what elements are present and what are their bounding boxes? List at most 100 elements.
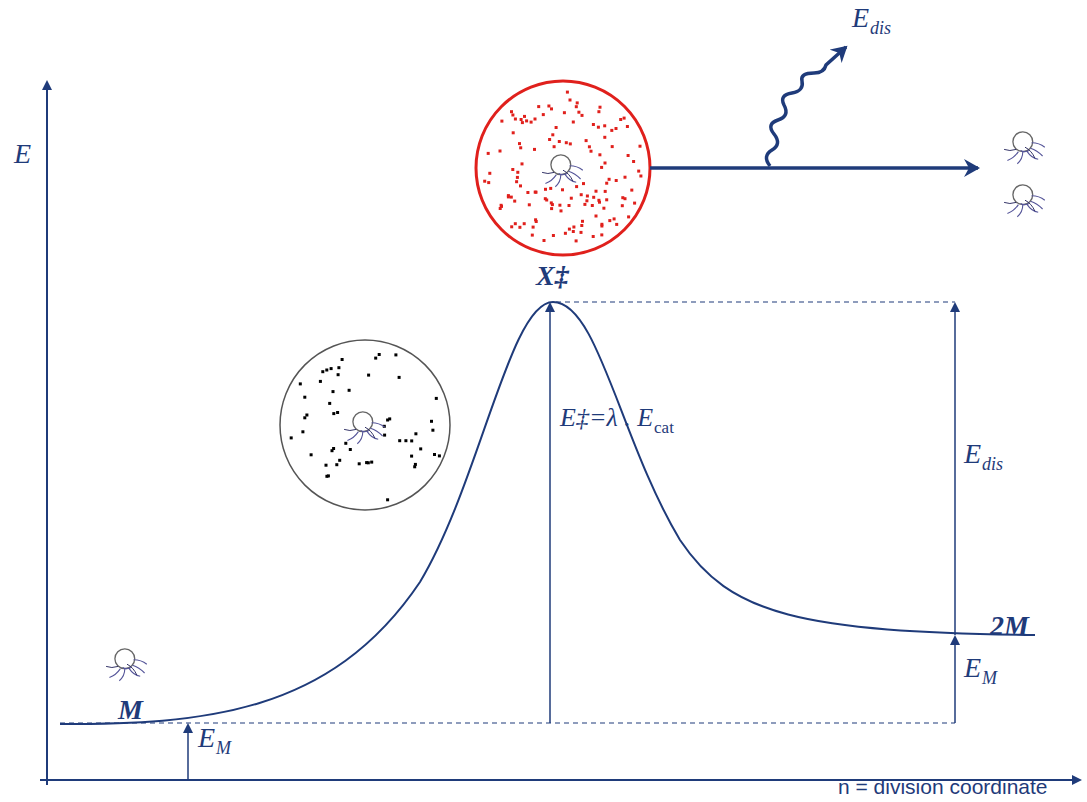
particle-dot — [514, 222, 517, 225]
particle-dot — [597, 199, 600, 202]
particle-dot — [518, 142, 521, 145]
particle-dot — [568, 228, 571, 231]
particle-dot — [388, 417, 391, 420]
particle-dot — [632, 160, 635, 163]
particle-dot — [516, 176, 519, 179]
particle-dot — [610, 129, 613, 132]
particle-dot — [310, 453, 313, 456]
particle-dot — [581, 114, 584, 117]
particle-dot — [548, 138, 551, 141]
particle-dot — [561, 188, 564, 191]
particle-dot — [552, 234, 555, 237]
particle-dot — [597, 110, 600, 113]
particle-dot — [619, 118, 622, 121]
particle-dot — [344, 442, 347, 445]
particle-dot — [621, 196, 624, 199]
particle-dot — [500, 120, 503, 123]
particle-dot — [487, 152, 490, 155]
particle-dot — [419, 447, 422, 450]
particle-dot — [515, 180, 518, 183]
particle-dot — [615, 223, 618, 226]
particle-dot — [569, 99, 572, 102]
particle-dot — [564, 232, 567, 235]
particle-dot — [530, 121, 533, 124]
particle-dot — [331, 449, 334, 452]
particle-dot — [523, 222, 526, 225]
particle-dot — [550, 207, 553, 210]
particle-dot — [321, 370, 324, 373]
particle-dot — [598, 153, 601, 156]
particle-dot — [487, 181, 490, 184]
particle-dot — [330, 367, 333, 370]
particle-dot — [534, 191, 537, 194]
particle-dot — [608, 178, 611, 181]
energy-label: E — [964, 440, 981, 468]
state-label: X‡ — [536, 262, 569, 290]
particle-dot — [588, 145, 591, 148]
axis-label: n = division coordinate — [838, 776, 1048, 797]
particle-dot — [572, 226, 575, 229]
particle-dot — [630, 189, 633, 192]
particle-dot — [303, 416, 306, 419]
particle-dot — [358, 462, 361, 465]
axis-label: E — [14, 140, 31, 168]
particle-dot — [290, 436, 293, 439]
particle-dot — [325, 464, 328, 467]
particle-dot — [604, 190, 607, 193]
particle-dot — [605, 182, 608, 185]
particle-dot — [575, 239, 578, 242]
particle-dot — [499, 207, 502, 210]
particle-dot — [410, 455, 413, 458]
particle-dot — [544, 188, 547, 191]
particle-dot — [510, 196, 513, 199]
particle-dot — [613, 217, 616, 220]
particle-dot — [337, 373, 340, 376]
particle-dot — [518, 226, 521, 229]
particle-dot — [328, 402, 331, 405]
particle-dot — [511, 114, 514, 117]
particle-dot — [535, 191, 538, 194]
particle-dot — [519, 146, 522, 149]
particle-dot — [511, 168, 514, 171]
particle-dot — [553, 145, 556, 148]
energy-label: E — [852, 4, 869, 32]
particle-dot — [526, 191, 529, 194]
barrier-formula: E‡=λ . E — [560, 405, 653, 431]
particle-dot — [580, 231, 583, 234]
particle-dot — [512, 131, 515, 134]
particle-dot — [513, 200, 516, 203]
particle-dot — [621, 204, 624, 207]
state-label: M — [118, 696, 143, 724]
energy-subscript: dis — [982, 455, 1003, 473]
particle-dot — [569, 142, 572, 145]
formula-subscript: cat — [654, 419, 674, 436]
particle-dot — [592, 196, 595, 199]
particle-dot — [305, 414, 308, 417]
particle-dot — [532, 226, 535, 229]
particle-dot — [545, 199, 548, 202]
particle-dot — [533, 148, 536, 151]
particle-dot — [348, 389, 351, 392]
particle-dot — [575, 185, 578, 188]
particle-dot — [560, 209, 563, 212]
particle-dot — [521, 162, 524, 165]
particle-dot — [336, 411, 339, 414]
particle-dot — [602, 207, 605, 210]
particle-dot — [583, 203, 586, 206]
particle-dot — [521, 121, 524, 124]
particle-dot — [319, 380, 322, 383]
particle-dot — [595, 190, 598, 193]
particle-dot — [519, 184, 522, 187]
particle-dot — [558, 140, 561, 143]
particle-dot — [600, 166, 603, 169]
particle-dot — [605, 198, 608, 201]
particle-dot — [570, 197, 573, 200]
energy-subscript: M — [982, 669, 997, 687]
particle-dot — [414, 463, 417, 466]
particle-dot — [639, 145, 642, 148]
particle-dot — [585, 199, 588, 202]
particle-dot — [566, 91, 569, 94]
particle-dot — [535, 220, 538, 223]
